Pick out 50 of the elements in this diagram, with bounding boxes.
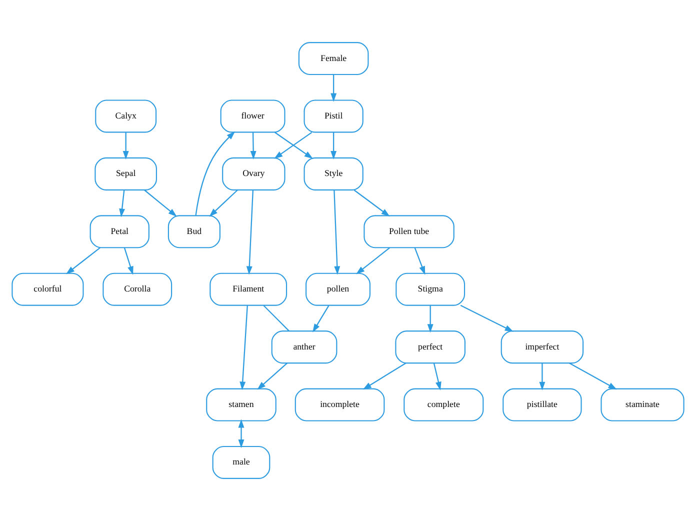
arrow bbox=[330, 74, 337, 102]
arrow bbox=[334, 190, 340, 274]
node-box: Ovary bbox=[222, 156, 286, 190]
arrow bbox=[119, 190, 126, 217]
node-box: flower bbox=[220, 99, 286, 132]
arrow bbox=[238, 418, 244, 448]
node-box: Pistil bbox=[304, 99, 364, 132]
node-box: anther bbox=[271, 330, 338, 364]
arrow bbox=[124, 247, 134, 274]
arrow bbox=[460, 304, 514, 332]
arrow bbox=[312, 304, 330, 332]
arrow bbox=[354, 189, 390, 216]
arrow bbox=[427, 305, 434, 332]
arrow bbox=[362, 362, 406, 390]
arrow bbox=[240, 305, 248, 390]
node-box: Stigma bbox=[396, 272, 466, 306]
arrow bbox=[195, 130, 236, 215]
node-box: pistillate bbox=[502, 388, 582, 421]
node-box: Bud bbox=[168, 214, 220, 248]
node-box: imperfect bbox=[500, 330, 584, 364]
arrow bbox=[330, 132, 337, 160]
arrow bbox=[250, 132, 256, 160]
node-box: Sepal bbox=[94, 156, 157, 190]
arrow bbox=[539, 362, 546, 390]
node-box: Corolla bbox=[102, 272, 172, 306]
node-box: perfect bbox=[395, 330, 466, 364]
node-box: Filament bbox=[210, 272, 288, 306]
node-box: Style bbox=[304, 156, 364, 190]
node-box: stamen bbox=[206, 388, 276, 421]
arrow bbox=[569, 362, 617, 390]
node-box: incomplete bbox=[294, 388, 385, 421]
arrow bbox=[414, 247, 426, 274]
node-box: complete bbox=[404, 388, 484, 421]
node-box: pollen bbox=[306, 272, 370, 306]
arrow bbox=[122, 132, 129, 160]
node-box: Petal bbox=[90, 214, 150, 248]
arrow bbox=[433, 362, 442, 390]
node-box: Female bbox=[298, 42, 369, 75]
arrow bbox=[257, 362, 288, 390]
node-box: Calyx bbox=[95, 99, 157, 132]
node-box: Pollen tube bbox=[364, 214, 454, 248]
node-box: colorful bbox=[12, 272, 84, 306]
node-box: male bbox=[212, 445, 270, 478]
arrow bbox=[144, 189, 177, 216]
node-box: staminate bbox=[600, 388, 684, 421]
arrow bbox=[209, 189, 238, 216]
connector bbox=[263, 304, 290, 331]
arrow bbox=[66, 246, 100, 274]
arrow bbox=[246, 190, 254, 274]
arrow bbox=[356, 246, 390, 274]
